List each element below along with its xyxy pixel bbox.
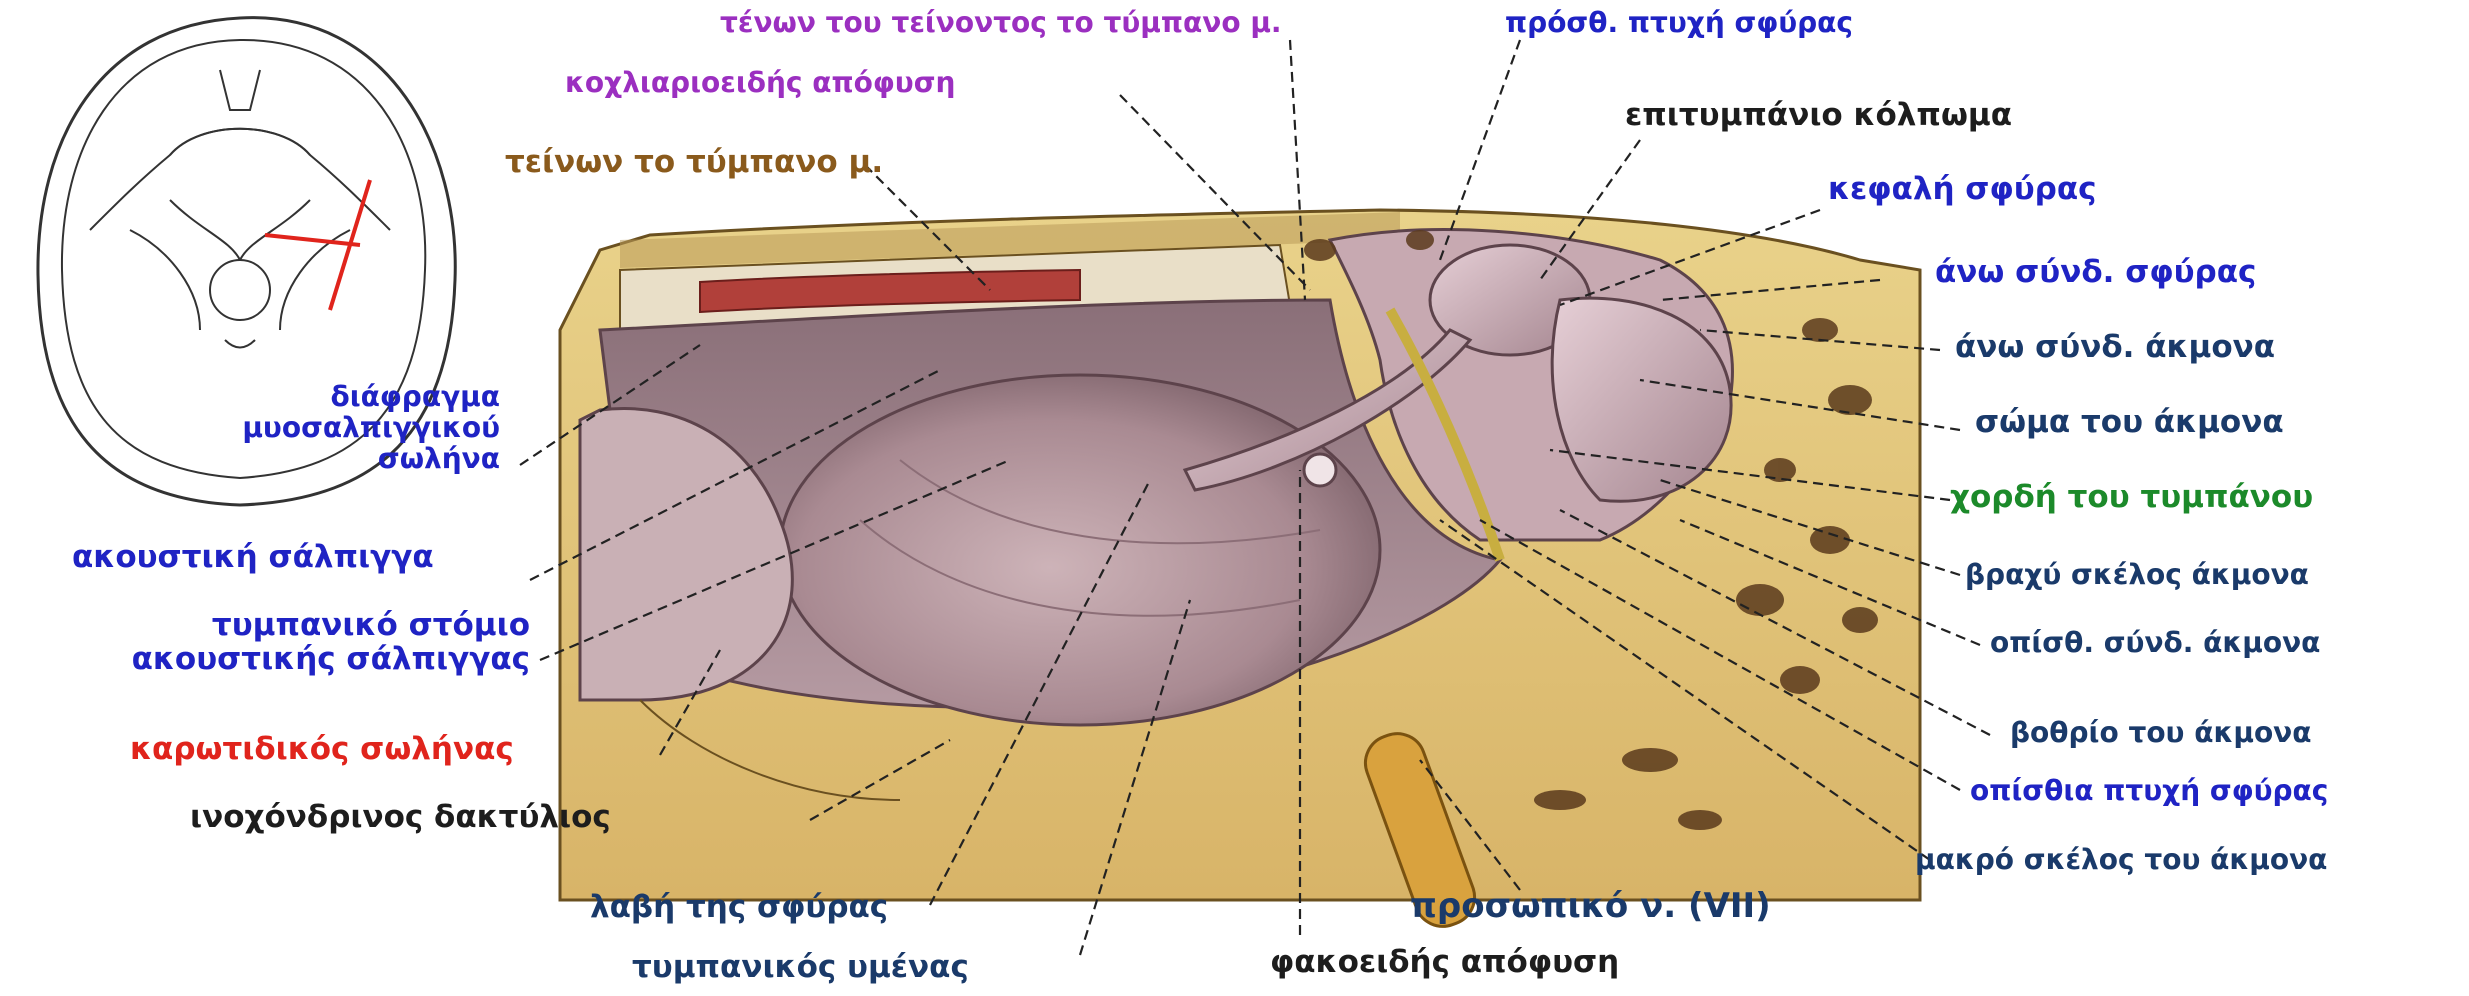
label-auditory-tube: ακουστική σάλπιγγα	[72, 540, 434, 574]
label-fibrocartilaginous-ring: ινοχόνδρινος δακτύλιος	[190, 800, 611, 834]
septum-line-3: σωλήνα	[150, 444, 500, 475]
label-superior-ligament-incus: άνω σύνδ. άκμονα	[1955, 330, 2275, 364]
label-lenticular-process: φακοειδής απόφυση	[1270, 945, 1619, 979]
label-fossa-of-incus: βοθρίο του άκμονα	[2010, 718, 2312, 749]
tympanic-orifice-line-1: τυμπανικό στόμιο	[0, 608, 530, 642]
label-long-crus-incus: μακρό σκέλος του άκμονα	[1915, 845, 2327, 876]
label-handle-of-malleus: λαβή της σφύρας	[590, 890, 888, 924]
label-carotid-canal: καρωτιδικός σωλήνας	[130, 732, 514, 766]
label-tensor-tendon: τένων του τείνοντος το τύμπανο μ.	[720, 8, 1282, 39]
label-tensor-tympani-muscle: τείνων το τύμπανο μ.	[505, 145, 883, 179]
temporal-bone-block	[560, 210, 1920, 934]
label-head-of-malleus: κεφαλή σφύρας	[1828, 172, 2097, 206]
label-short-crus-incus: βραχύ σκέλος άκμονα	[1965, 560, 2309, 591]
label-septum-musculotubal-canal: διάφραγμα μυοσαλπιγγικού σωλήνα	[150, 382, 500, 474]
label-tympanic-orifice: τυμπανικό στόμιο ακουστικής σάλπιγγας	[0, 608, 530, 676]
label-posterior-ligament-incus: οπίσθ. σύνδ. άκμονα	[1990, 628, 2320, 659]
label-epitympanic-recess: επιτυμπάνιο κόλπωμα	[1625, 98, 2012, 132]
label-posterior-fold-malleus: οπίσθια πτυχή σφύρας	[1970, 776, 2328, 807]
label-anterior-fold-malleus: πρόσθ. πτυχή σφύρας	[1505, 8, 1853, 39]
label-facial-nerve: προσωπικό ν. (VII)	[1410, 888, 1771, 925]
label-body-of-incus: σώμα του άκμονα	[1975, 405, 2284, 439]
label-cochleariform-process: κοχλιαριοειδής απόφυση	[565, 68, 955, 99]
septum-line-1: διάφραγμα	[150, 382, 500, 413]
tympanic-orifice-line-2: ακουστικής σάλπιγγας	[0, 642, 530, 676]
label-tympanic-membrane: τυμπανικός υμένας	[632, 950, 969, 984]
label-chorda-tympani: χορδή του τυμπάνου	[1950, 480, 2313, 514]
label-superior-ligament-malleus: άνω σύνδ. σφύρας	[1935, 255, 2256, 289]
septum-line-2: μυοσαλπιγγικού	[150, 413, 500, 444]
